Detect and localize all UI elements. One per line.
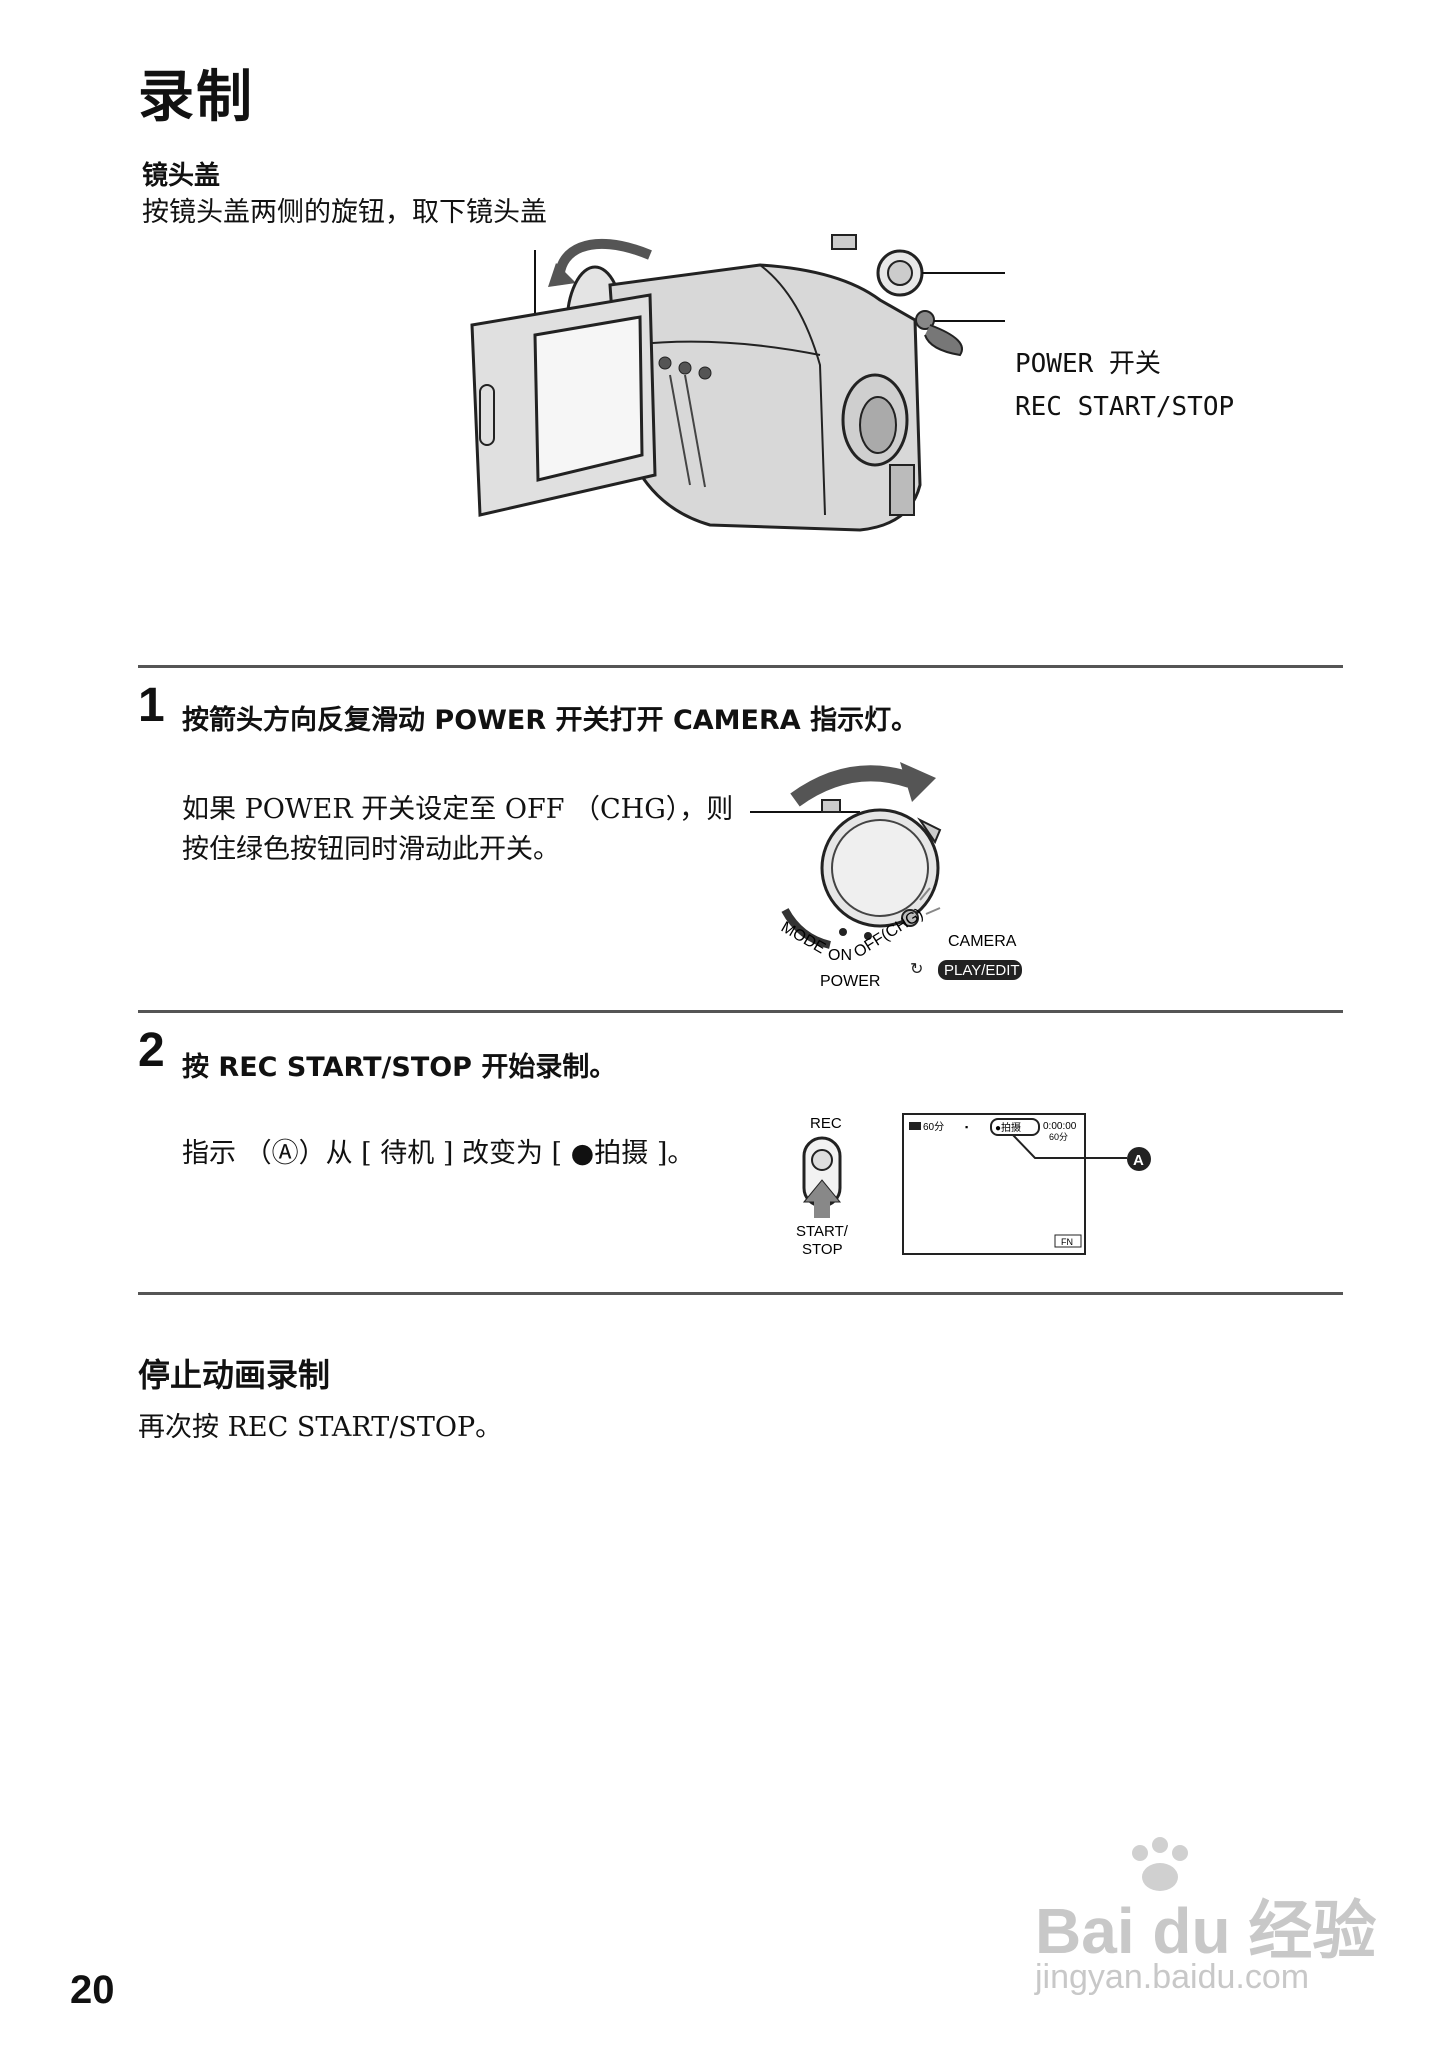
paw-logo-icon	[1132, 1837, 1188, 1891]
lens-cap-text: 按镜头盖两侧的旋钮，取下镜头盖	[142, 197, 547, 228]
divider	[138, 1010, 1343, 1013]
camera-lamp-icon	[901, 909, 919, 927]
battery-remaining: 60分	[923, 1121, 944, 1133]
stop-section-text: 再次按 REC START/STOP。	[138, 1412, 503, 1443]
watermark-brand: Bai du 经验	[1035, 1895, 1377, 1967]
camcorder-body	[608, 263, 922, 532]
camcorder-illustration	[470, 234, 1005, 532]
step1-note-line1: 如果 POWER 开关设定至 OFF （CHG），则	[182, 794, 734, 825]
play-mode-icon: ↻	[910, 961, 923, 978]
callout-a-icon	[1127, 1147, 1151, 1171]
rec-button-label: REC START/STOP	[1015, 392, 1235, 422]
fn-button	[1054, 1234, 1082, 1248]
dial-on-label: ON	[828, 947, 852, 964]
step1-note-line2: 按住绿色按钮同时滑动此开关。	[182, 834, 560, 865]
power-switch-label: POWER 开关	[1015, 349, 1161, 379]
stop-label: STOP	[802, 1241, 843, 1258]
dial-camera-label: CAMERA	[948, 933, 1017, 950]
recording-status: ●拍摄	[995, 1121, 1021, 1134]
lens-cap-title: 镜头盖	[142, 161, 221, 191]
battery-icon	[909, 1122, 921, 1130]
divider	[138, 665, 1343, 668]
rotate-arrow-icon	[790, 765, 913, 807]
step1-number: 1	[138, 679, 165, 732]
step2-text: 按 REC START/STOP 开始录制。	[182, 1052, 617, 1083]
watermark-url: jingyan.baidu.com	[1035, 1958, 1310, 1996]
dial-mode-label: MODE	[778, 919, 828, 958]
counter-time: 0:00:00	[1043, 1121, 1077, 1132]
fn-label: FN	[1061, 1237, 1073, 1247]
stop-section-title: 停止动画录制	[138, 1356, 331, 1394]
lcd-screen-illustration: 60分 ▪ ●拍摄 0:00:00 60分 FN A	[902, 1113, 1151, 1255]
callout-a-label: A	[1133, 1152, 1144, 1169]
svg-text:▪: ▪	[965, 1122, 968, 1132]
step1-text: 按箭头方向反复滑动 POWER 开关打开 CAMERA 指示灯。	[182, 705, 919, 736]
divider	[138, 1292, 1343, 1295]
step2-note: 指示 （Ⓐ）从 [ 待机 ] 改变为 [ ●拍摄 ]。	[182, 1138, 695, 1169]
dial-power-label: POWER	[820, 973, 880, 990]
power-dial-illustration: MODE ON OFF(CHG) POWER CAMERA ↻ PLAY/EDI…	[750, 762, 1022, 990]
dial-play-edit-label: PLAY/EDIT	[944, 962, 1020, 979]
start-label: START/	[796, 1223, 849, 1240]
page-number: 20	[70, 1968, 115, 2012]
lcd-screen	[902, 1113, 1086, 1255]
page-title: 录制	[138, 65, 254, 130]
rec-label: REC	[810, 1115, 842, 1132]
tape-remaining: 60分	[1049, 1132, 1068, 1142]
rec-start-stop-illustration: REC START/ STOP	[796, 1115, 849, 1258]
step2-number: 2	[138, 1024, 165, 1077]
